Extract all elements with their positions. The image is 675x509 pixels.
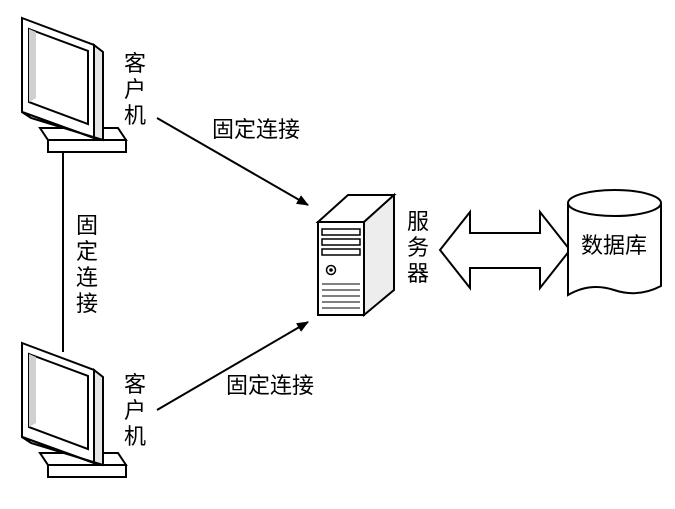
client-bottom-label: 客 户 机: [123, 373, 146, 450]
client-top-label: 客 户 机: [123, 52, 146, 129]
database-label: 数据库: [581, 234, 648, 259]
server-tower-icon: [315, 192, 397, 318]
top-link-label: 固定连接: [212, 118, 301, 143]
top-client-arrow: [156, 117, 309, 206]
monitor-icon: [21, 341, 128, 478]
monitor-icon: [21, 16, 128, 153]
bottom-link-label: 固定连接: [226, 374, 315, 399]
database-cylinder-icon: [567, 189, 662, 297]
server-label: 服 务 器: [406, 210, 429, 287]
double-arrow-icon: [438, 209, 572, 291]
bottom-client-arrow: [156, 321, 309, 411]
client-link-label: 固 定 连 接: [75, 214, 98, 317]
